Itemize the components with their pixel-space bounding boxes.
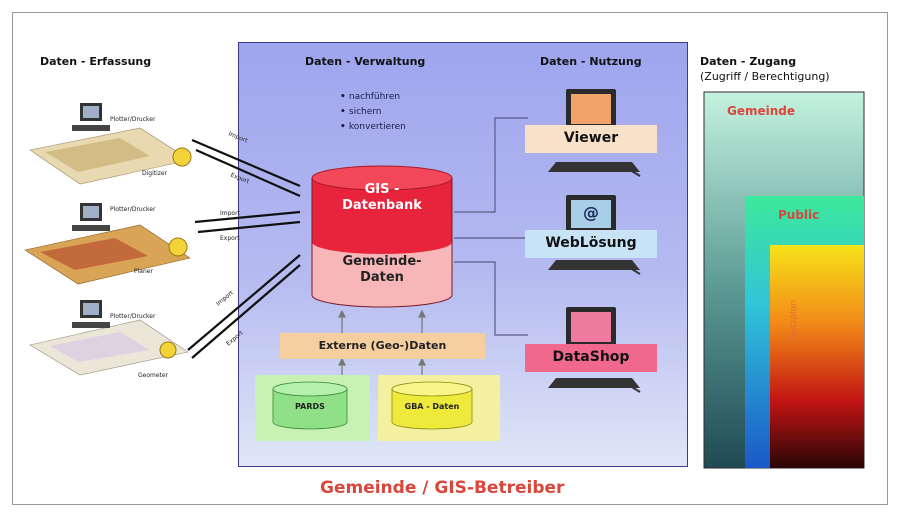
capture-station-1 [29, 103, 192, 185]
sun-icon [168, 237, 188, 257]
datashop-label: DataShop [552, 349, 630, 365]
header-capture: Daten - Erfassung [40, 55, 152, 68]
header-access-sub: (Zugriff / Berechtigung) [700, 70, 830, 83]
external-geodata-box: Externe (Geo-)Daten [280, 333, 485, 359]
role-label: Digitizer [142, 170, 168, 177]
header-access: Daten - Zugang [700, 55, 797, 68]
header-management: Daten - Verwaltung [305, 55, 426, 68]
capture-links [187, 138, 301, 359]
viewer-label-bg [525, 125, 657, 153]
weblosung-computer-icon [548, 195, 641, 275]
role-label: Planer [134, 268, 153, 275]
gemeinde-daten-label: Gemeinde- Daten [312, 254, 452, 286]
at-sign-icon: @ [583, 203, 599, 222]
weblosung-label: WebLösung [545, 235, 637, 251]
datashop-label-bg [525, 344, 657, 372]
access-level-gemeinde: Gemeinde [727, 104, 796, 118]
viewer-label: Viewer [563, 130, 619, 146]
link-label: Import [220, 210, 240, 217]
task-item: konvertieren [340, 120, 406, 135]
access-nutzplan-bar [770, 245, 864, 468]
device-label: Plotter/Drucker [110, 313, 156, 320]
db-bottom-line: Gemeinde- [342, 254, 422, 269]
db-bottom-line: Daten [360, 270, 404, 285]
link-label: Export [220, 235, 240, 242]
task-item: nachführen [340, 90, 406, 105]
db-top-line: GIS - [364, 182, 400, 197]
role-label: Geometer [138, 372, 169, 379]
gba-label: GBA - Daten [404, 402, 460, 411]
access-level-nutzplan: Nutzplan [789, 299, 799, 340]
header-usage: Daten - Nutzung [540, 55, 642, 68]
gis-database-label: GIS - Datenbank [312, 182, 452, 214]
viewer-computer-icon [548, 89, 641, 177]
device-label: Plotter/Drucker [110, 206, 156, 213]
gis-database-icon [311, 165, 453, 308]
task-item: sichern [340, 105, 406, 120]
gba-cylinder-icon [391, 381, 473, 430]
import-arrows [338, 309, 426, 383]
datashop-computer-icon [548, 307, 641, 393]
management-tasks: nachführen sichern konvertieren [340, 90, 406, 135]
sun-icon [172, 147, 192, 167]
diagram-footer-title: Gemeinde / GIS-Betreiber [320, 478, 565, 498]
db-top-line: Datenbank [342, 198, 422, 213]
capture-station-3 [29, 300, 189, 376]
pards-label: PARDS [295, 402, 325, 411]
device-label: Plotter/Drucker [110, 116, 156, 123]
weblosung-label-bg [525, 230, 657, 258]
access-level-public: Public [778, 208, 820, 222]
usage-connectors [454, 117, 528, 336]
sun-icon [159, 341, 177, 359]
pards-cylinder-icon [272, 381, 348, 430]
capture-station-2 [24, 203, 191, 285]
